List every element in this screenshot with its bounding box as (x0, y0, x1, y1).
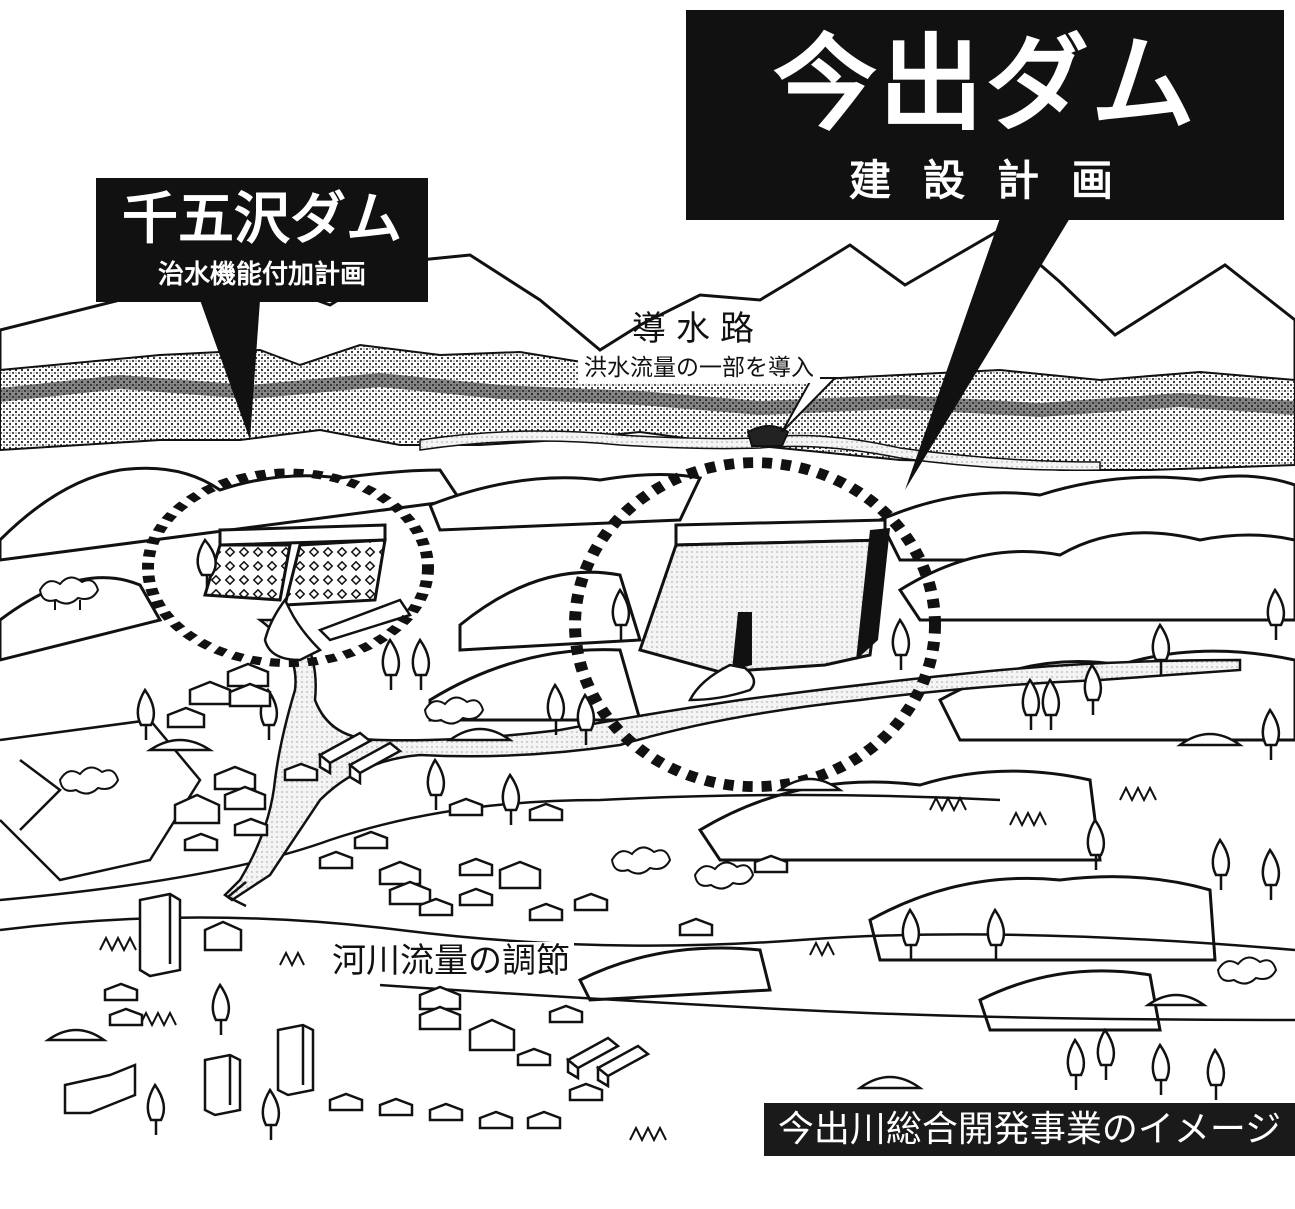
imade-dam-title: 今出ダム (772, 23, 1197, 145)
buildings (63, 892, 315, 1117)
tree-clusters (38, 576, 1278, 985)
mounds (44, 727, 1244, 1090)
shrubs (99, 785, 1157, 1143)
imade-callout-pointer (905, 218, 1070, 490)
imade-dam-callout: 今出ダム 建設計画 (686, 10, 1284, 220)
senko-callout-pointer (200, 300, 260, 440)
landscape-illustration (0, 218, 1295, 1143)
imade-dam-illustration (638, 518, 890, 702)
water-channel (419, 430, 1101, 471)
senkozawa-dam-title: 千五沢ダム (122, 187, 402, 252)
senkozawa-dam-illustration (203, 523, 412, 662)
senkozawa-dam-marker (142, 468, 434, 668)
houses (103, 662, 789, 1130)
river-flow-label: 河川流量の調節 (328, 942, 574, 980)
senkozawa-dam-subtitle: 治水機能付加計画 (157, 260, 366, 290)
waterway-note: 洪水流量の一部を導入 (578, 354, 820, 383)
imade-dam-marker (569, 457, 941, 793)
trees (136, 537, 1286, 1140)
hills (0, 466, 1295, 1032)
figure-caption: 今出川総合開発事業のイメージ図 (764, 1103, 1295, 1203)
imade-dam-subtitle: 建設計画 (848, 156, 1145, 205)
waterway-pointer (781, 377, 838, 433)
senkozawa-dam-callout: 千五沢ダム 治水機能付加計画 (96, 178, 428, 302)
warehouses (317, 731, 651, 1089)
waterway-title: 導水路 (632, 309, 764, 349)
